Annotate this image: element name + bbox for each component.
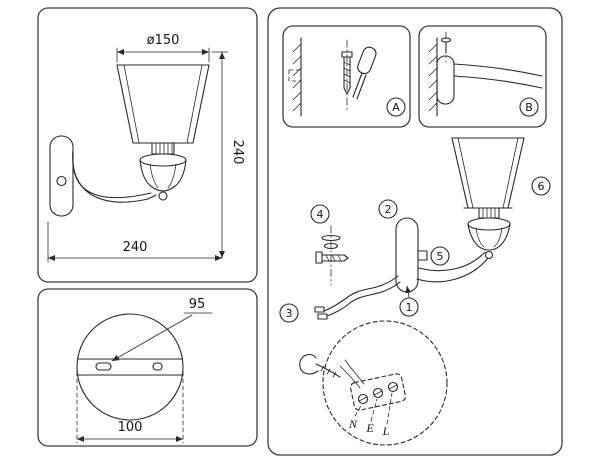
callout-1-label: 1 [406,301,413,314]
side-view-panel-border [37,7,258,283]
step-a-badge [386,97,406,117]
plate-width-label: 100 [118,420,143,435]
assembly-view: 6 2 [279,137,551,446]
fixing-hardware [315,225,349,286]
screwdriver-icon [352,46,377,100]
callout-5-label: 5 [437,250,444,263]
plate-hole [152,362,163,371]
diameter-label: ø150 [147,33,180,48]
callout-1-badge [399,297,419,317]
assembly-lampshade [451,137,525,209]
assembly-bracket [395,217,419,293]
slot-offset-dimension: 95 [111,297,213,362]
diameter-dimension: ø150 [116,33,210,63]
screw-a [341,39,353,113]
callout-5-badge [430,246,450,266]
step-b-subpanel: B [418,25,547,128]
wall-bracket [49,135,74,217]
lead-wires [314,275,401,320]
callout-3-badge [279,303,299,323]
callout-4-label: 4 [317,208,324,221]
mounting-plate [76,313,184,421]
install-panel-border [267,7,563,456]
callout-3-label: 3 [286,307,293,320]
assembly-socket [463,207,513,219]
wiring-detail: N E L [299,320,448,446]
plate-width-dimension: 100 [76,371,184,444]
side-view-panel: ø150 240 240 [37,7,258,283]
lamp-socket [145,142,181,155]
plate-slot [95,362,112,371]
step-a-label: A [392,101,400,114]
callout-2-label: 2 [385,203,392,216]
height-label: 240 [230,140,245,165]
callout-6-badge [531,176,551,196]
width-dimension: 240 [47,221,223,263]
ground-wire-hook [299,353,341,378]
width-label: 240 [123,240,148,255]
terminal-e-label: E [365,421,374,435]
callout-6-label: 6 [538,180,545,193]
terminal-l-label: L [382,424,390,438]
spring-washer [323,242,339,250]
wire-terminal-tip [314,306,325,313]
washer [321,234,341,242]
wall-anchor [288,69,302,82]
plate-panel: 95 100 [37,288,258,447]
arm-extended [453,63,543,89]
height-dimension: 240 [211,51,245,259]
callout-2-badge [378,199,398,219]
glass-ornament [139,153,187,201]
bracket-mounted [436,31,455,105]
fixing-screw [315,251,349,264]
fastener-part [417,250,428,261]
terminal-leaders [354,392,393,425]
slot-offset-label: 95 [189,297,206,312]
lampshade [116,64,210,144]
install-panel: A B [267,7,563,456]
step-b-label: B [525,101,533,114]
plate-panel-border [37,288,258,447]
wire-terminal-tip [317,313,328,320]
assembly-ornament [467,217,511,260]
detail-circle [322,320,448,446]
terminal-block [339,359,406,411]
wall-section-b [428,37,438,117]
callout-4-badge [310,204,330,224]
step-b-badge [519,97,539,117]
assembly-arm [416,251,489,283]
step-a-subpanel: A [282,25,411,128]
wall-section-a [288,37,302,117]
terminal-n-label: N [348,417,358,431]
callout-1-pointer [405,285,412,298]
